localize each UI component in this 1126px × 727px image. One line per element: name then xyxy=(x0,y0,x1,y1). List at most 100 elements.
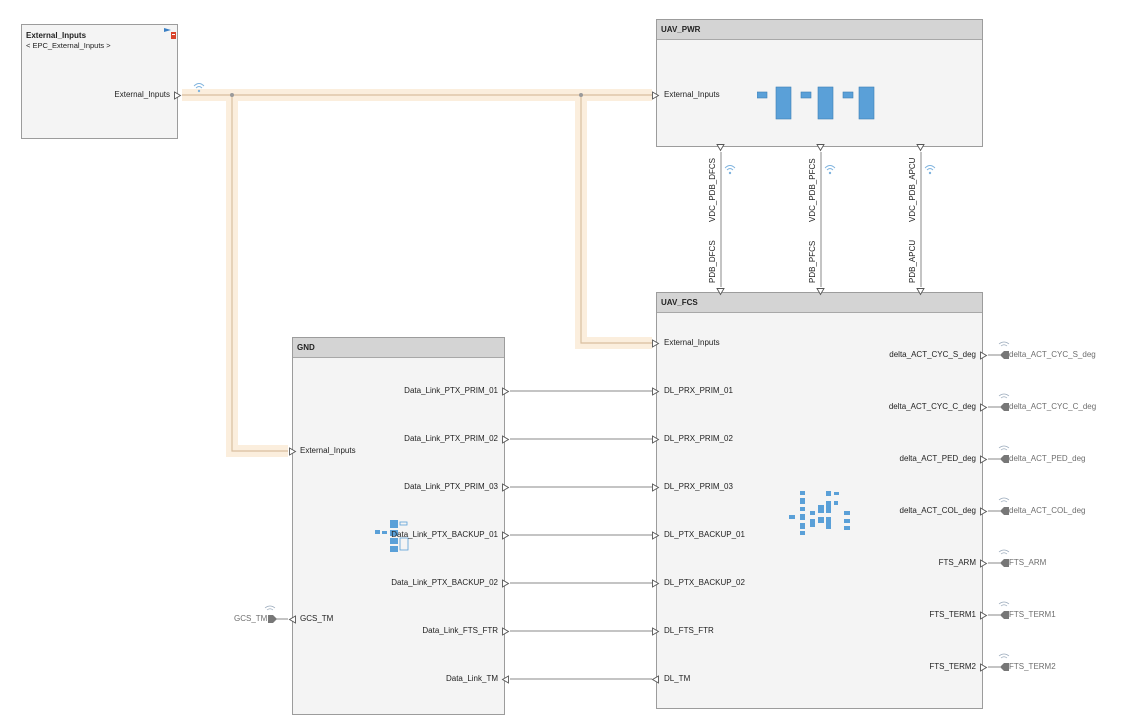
wireless-signal-icon xyxy=(924,165,936,175)
fcs-top-port-apcu[interactable] xyxy=(916,287,925,296)
fcs-out-port-cyc-s[interactable] xyxy=(979,351,988,360)
outport-icon xyxy=(1000,403,1009,411)
fcs-out-label-fts-arm: FTS_ARM xyxy=(938,558,976,567)
fcs-in-label-backup-01: DL_PTX_BACKUP_01 xyxy=(664,530,745,539)
gnd-out-port-prim-03[interactable] xyxy=(501,483,510,492)
fcs-in-port-backup-02[interactable] xyxy=(651,579,660,588)
data-link-lines xyxy=(276,354,1000,680)
fcs-out-port-fts-term2[interactable] xyxy=(979,663,988,672)
uav-pwr-in-port[interactable] xyxy=(651,91,660,100)
wireless-signal-icon xyxy=(193,83,205,93)
fcs-top-label-pfcs: PDB_PFCS xyxy=(808,240,817,283)
fcs-in-port-prim-01[interactable] xyxy=(651,387,660,396)
fcs-out-label-dl-tm: DL_TM xyxy=(664,674,691,683)
reference-link-icon xyxy=(164,28,176,39)
bus-external-to-gnd[interactable] xyxy=(231,95,288,452)
fcs-out-label-cyc-s: delta_ACT_CYC_S_deg xyxy=(889,350,976,359)
wireless-signal-icon xyxy=(998,549,1010,555)
pwr-out-port-apcu[interactable] xyxy=(916,143,925,152)
branch-point xyxy=(230,93,234,97)
fcs-out-port-dl-tm[interactable] xyxy=(651,675,660,684)
gnd-out-port-prim-01[interactable] xyxy=(501,387,510,396)
fcs-in-port-external-inputs[interactable] xyxy=(651,339,660,348)
root-output-label-fts-term2: FTS_TERM2 xyxy=(1009,662,1056,671)
outport-icon xyxy=(268,615,277,623)
gnd-out-port-prim-02[interactable] xyxy=(501,435,510,444)
gnd-out-label-gcs-tm: GCS_TM xyxy=(300,614,334,623)
outport-icon xyxy=(1000,559,1009,567)
external-inputs-block[interactable]: External_Inputs < EPC_External_Inputs > xyxy=(21,24,178,139)
fcs-in-label-prim-03: DL_PRX_PRIM_03 xyxy=(664,482,733,491)
outport-icon xyxy=(1000,663,1009,671)
bus-external-to-fcs[interactable] xyxy=(580,95,652,344)
fcs-out-port-cyc-c[interactable] xyxy=(979,403,988,412)
root-output-label-cyc-s: delta_ACT_CYC_S_deg xyxy=(1009,350,1096,359)
gnd-out-port-gcs-tm[interactable] xyxy=(288,615,297,624)
fcs-out-label-fts-term2: FTS_TERM2 xyxy=(929,662,976,671)
gnd-in-port-tm[interactable] xyxy=(501,675,510,684)
outport-icon xyxy=(1000,455,1009,463)
wireless-signal-icon xyxy=(998,393,1010,399)
gnd-out-label-prim-01: Data_Link_PTX_PRIM_01 xyxy=(404,386,498,395)
power-lines xyxy=(720,152,922,287)
gnd-out-port-backup-02[interactable] xyxy=(501,579,510,588)
wireless-signal-icon xyxy=(824,165,836,175)
fcs-out-label-col: delta_ACT_COL_deg xyxy=(899,506,977,515)
pwr-out-label-pfcs: VDC_PDB_PFCS xyxy=(808,158,817,222)
fcs-top-label-dfcs: PDB_DFCS xyxy=(708,240,717,283)
fcs-out-port-fts-term1[interactable] xyxy=(979,611,988,620)
root-output-label-gcs-tm: GCS_TM xyxy=(234,614,268,623)
pwr-out-label-apcu: VDC_PDB_APCU xyxy=(908,157,917,222)
wireless-signal-icon xyxy=(724,165,736,175)
gnd-in-port-external-inputs[interactable] xyxy=(288,447,297,456)
bus-lines xyxy=(182,94,652,452)
gnd-out-label-prim-02: Data_Link_PTX_PRIM_02 xyxy=(404,434,498,443)
external-inputs-out-port-label: External_Inputs xyxy=(114,90,170,99)
external-inputs-subtitle: < EPC_External_Inputs > xyxy=(26,41,111,50)
fcs-in-label-fts-ftr: DL_FTS_FTR xyxy=(664,626,714,635)
power-subsystem-icon xyxy=(757,86,875,120)
gnd-in-label-external-inputs: External_Inputs xyxy=(300,446,356,455)
fcs-in-port-backup-01[interactable] xyxy=(651,531,660,540)
fcs-out-label-fts-term1: FTS_TERM1 xyxy=(929,610,976,619)
external-inputs-out-port[interactable] xyxy=(173,91,182,100)
flight-control-subsystem-icon xyxy=(789,491,850,535)
fcs-in-label-prim-01: DL_PRX_PRIM_01 xyxy=(664,386,733,395)
root-output-label-cyc-c: delta_ACT_CYC_C_deg xyxy=(1009,402,1097,411)
outport-icon xyxy=(1000,507,1009,515)
fcs-in-port-prim-02[interactable] xyxy=(651,435,660,444)
pwr-out-port-pfcs[interactable] xyxy=(816,143,825,152)
fcs-top-label-apcu: PDB_APCU xyxy=(908,239,917,283)
wireless-signal-icon xyxy=(998,341,1010,347)
fcs-in-label-backup-02: DL_PTX_BACKUP_02 xyxy=(664,578,745,587)
fcs-top-port-dfcs[interactable] xyxy=(716,287,725,296)
wireless-signal-icon xyxy=(998,653,1010,659)
wireless-signal-icon xyxy=(998,497,1010,503)
gnd-out-port-backup-01[interactable] xyxy=(501,531,510,540)
root-output-label-fts-term1: FTS_TERM1 xyxy=(1009,610,1056,619)
fcs-top-port-pfcs[interactable] xyxy=(816,287,825,296)
branch-point xyxy=(579,93,583,97)
gnd-title: GND xyxy=(293,338,504,358)
fcs-out-port-col[interactable] xyxy=(979,507,988,516)
uav-pwr-in-port-label: External_Inputs xyxy=(664,90,720,99)
root-output-label-fts-arm: FTS_ARM xyxy=(1009,558,1047,567)
outport-icon xyxy=(1000,611,1009,619)
external-inputs-title: External_Inputs xyxy=(26,31,87,40)
root-output-label-col: delta_ACT_COL_deg xyxy=(1009,506,1086,515)
fcs-out-port-ped[interactable] xyxy=(979,455,988,464)
fcs-in-label-prim-02: DL_PRX_PRIM_02 xyxy=(664,434,733,443)
uav-pwr-title: UAV_PWR xyxy=(657,20,982,40)
uav-pwr-block[interactable]: UAV_PWR xyxy=(656,19,983,147)
fcs-out-label-ped: delta_ACT_PED_deg xyxy=(899,454,977,463)
pwr-out-port-dfcs[interactable] xyxy=(716,143,725,152)
fcs-in-port-fts-ftr[interactable] xyxy=(651,627,660,636)
wireless-signal-icon xyxy=(998,601,1010,607)
gnd-block[interactable]: GND xyxy=(292,337,505,715)
ground-subsystem-icon xyxy=(375,520,409,552)
gnd-out-label-backup-01: Data_Link_PTX_BACKUP_01 xyxy=(391,530,498,539)
gnd-out-label-fts-ftr: Data_Link_FTS_FTR xyxy=(422,626,498,635)
fcs-in-port-prim-03[interactable] xyxy=(651,483,660,492)
fcs-out-port-fts-arm[interactable] xyxy=(979,559,988,568)
gnd-out-port-fts-ftr[interactable] xyxy=(501,627,510,636)
